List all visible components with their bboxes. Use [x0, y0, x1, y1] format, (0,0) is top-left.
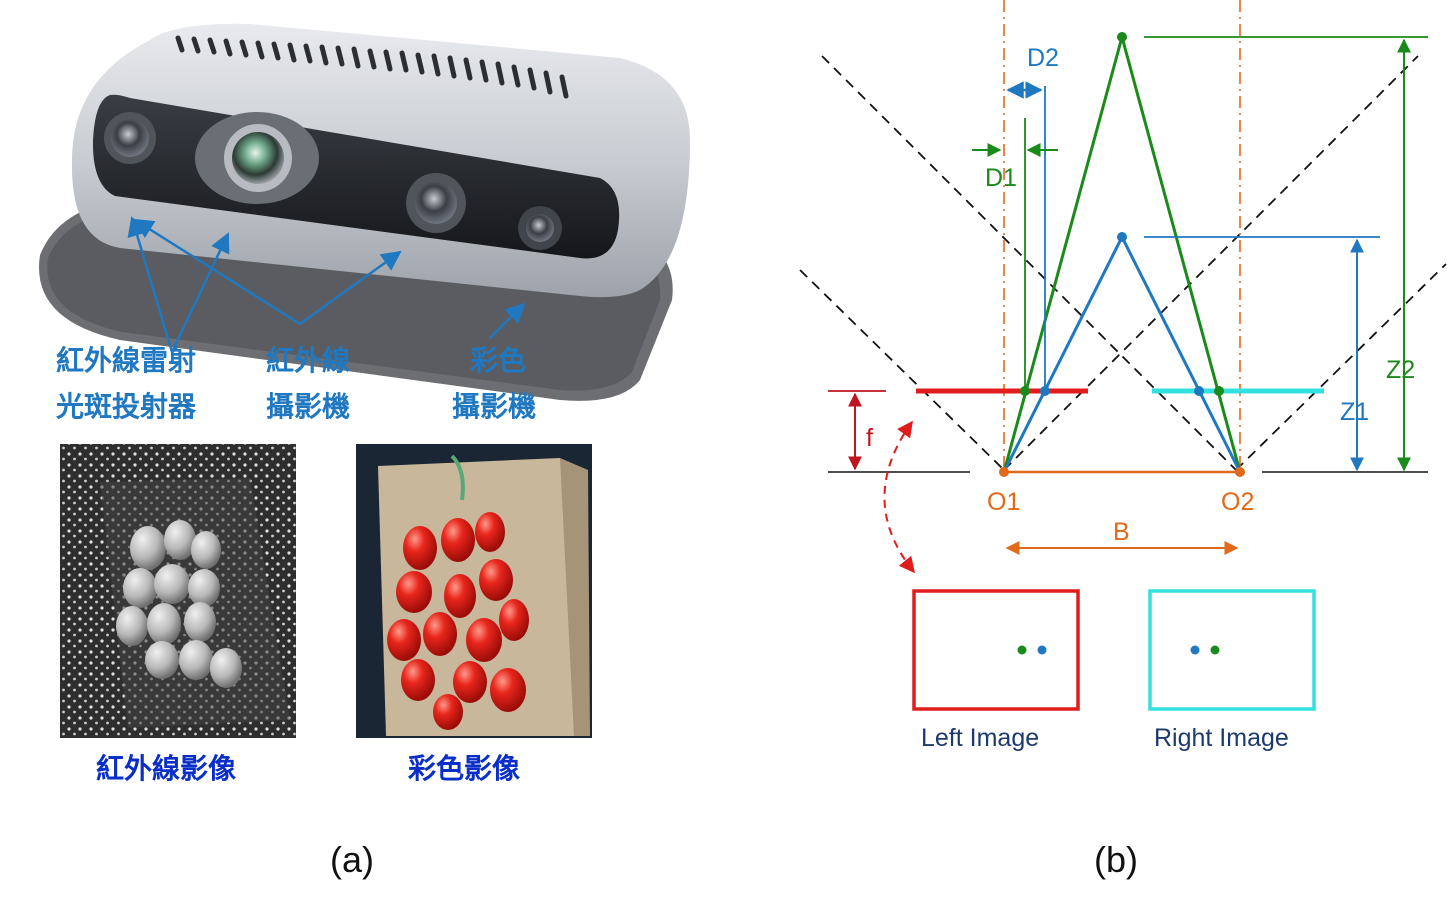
field-of-view-lines [799, 55, 1447, 471]
ir-camera-right-lens [406, 173, 466, 233]
vent-slots [175, 35, 569, 99]
blue-rays [1002, 236, 1242, 473]
panel-b-caption: (b) [1094, 839, 1138, 880]
left-image-blue-dot [1037, 645, 1047, 655]
ir-camera-label-line1: 紅外線 [266, 344, 350, 377]
left-image-box [912, 589, 1080, 711]
stereo-geometry-diagram [799, 0, 1447, 711]
z2-label: Z2 [1386, 356, 1415, 384]
d2-label: D2 [1027, 44, 1059, 72]
b-label: B [1113, 518, 1130, 546]
right-image-label: Right Image [1154, 724, 1289, 752]
d1-label: D1 [985, 164, 1017, 192]
o2-label: O2 [1221, 488, 1254, 516]
ir-projector-lens [104, 112, 156, 164]
color-image-caption: 彩色影像 [408, 752, 521, 785]
right-image-box [1148, 589, 1316, 711]
projector-pointer-arrow-2 [170, 232, 230, 353]
panel-a-caption: (a) [330, 839, 374, 880]
right-image-green-dot [1210, 645, 1220, 655]
blue-point [1117, 232, 1127, 242]
green-point [1117, 32, 1127, 42]
green-projection-right [1214, 386, 1224, 396]
infrared-image [60, 444, 296, 738]
ir-camera-left-lens [195, 112, 319, 204]
pointer-arrows [127, 216, 526, 353]
o1-point [999, 467, 1009, 477]
ir-tomato-cluster [116, 520, 242, 688]
left-image-green-dot [1017, 645, 1027, 655]
f-label: f [866, 424, 873, 452]
color-camera-lens [518, 206, 562, 250]
projector-label-line2: 光斑投射器 [55, 390, 197, 423]
ir-camera-pointer-left [133, 218, 301, 326]
o1-label: O1 [987, 488, 1020, 516]
ir-camera-label-line2: 攝影機 [266, 390, 350, 423]
ir-image-caption: 紅外線影像 [96, 752, 237, 785]
z1-label: Z1 [1340, 398, 1369, 426]
color-image [356, 444, 592, 738]
right-image-blue-dot [1190, 645, 1200, 655]
color-camera-label-line1: 彩色 [470, 344, 526, 377]
realsense-camera-illustration [39, 23, 690, 401]
projector-label-line1: 紅外線雷射 [56, 344, 196, 377]
blue-projection-right [1194, 386, 1204, 396]
tomato-cluster [387, 512, 529, 730]
color-camera-label-line2: 攝影機 [452, 390, 536, 423]
left-image-label: Left Image [921, 724, 1039, 752]
green-rays [1002, 36, 1242, 473]
projector-pointer-arrow [127, 216, 174, 353]
ir-camera-pointer-right [299, 250, 402, 326]
color-camera-pointer [489, 302, 526, 339]
o2-point [1235, 467, 1245, 477]
image-plane-link-arrow [883, 420, 916, 574]
